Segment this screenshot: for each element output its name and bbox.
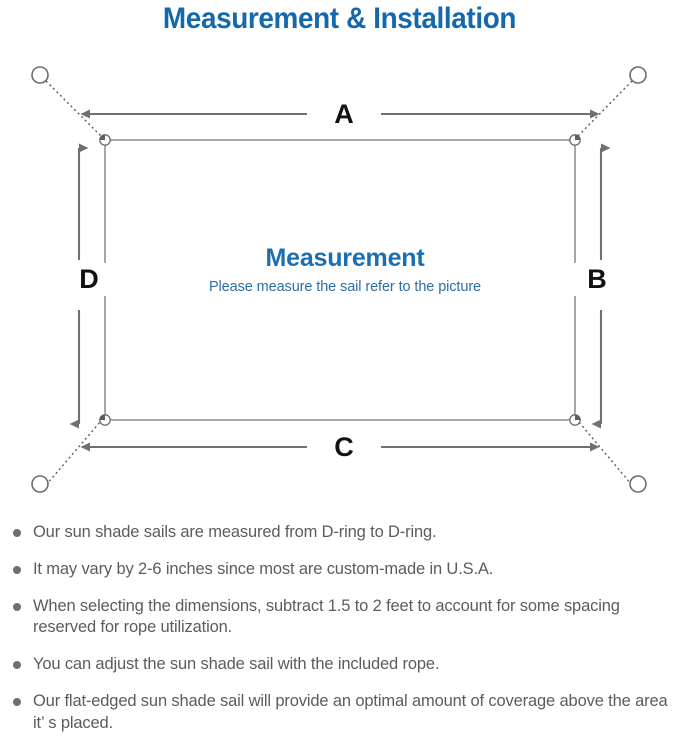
list-item: Our flat-edged sun shade sail will provi… [0,691,679,735]
anchor-post-top-right [629,66,647,84]
measurement-diagram: Measurement Please measure the sail refe… [0,48,679,518]
bullet-icon [13,661,21,670]
dimension-label-c: C [307,431,381,464]
d-ring-bottom-left [99,414,111,426]
page-title: Measurement & Installation [162,2,517,35]
anchor-post-bottom-left [31,475,49,493]
dimension-label-a: A [307,98,381,131]
d-ring-top-left [99,134,111,146]
sail-rectangle [104,139,576,421]
note-text: Our flat-edged sun shade sail will provi… [33,691,668,732]
rope-lines [45,80,633,486]
d-rings [99,134,581,426]
dimension-label-b: B [566,263,628,296]
d-ring-top-right [569,134,581,146]
list-item: You can adjust the sun shade sail with t… [0,654,679,676]
rope-top-left [45,80,102,137]
note-text: When selecting the dimensions, subtract … [33,596,620,637]
dimension-label-d: D [58,263,120,296]
bullet-icon [13,529,21,537]
rope-bottom-right [577,420,633,486]
list-item: Our sun shade sails are measured from D-… [0,522,679,544]
anchor-post-bottom-right [629,475,647,493]
diagram-svg [31,66,647,493]
note-text: You can adjust the sun shade sail with t… [33,655,440,674]
note-text: It may vary by 2-6 inches since most are… [33,559,494,578]
bullet-icon [13,697,21,706]
bullet-icon [13,602,21,611]
d-ring-bottom-right [569,414,581,426]
anchor-post-top-left [31,66,49,84]
rope-bottom-left [45,420,102,486]
anchor-posts [31,66,647,493]
bullet-icon [13,565,21,574]
list-item: It may vary by 2-6 inches since most are… [0,559,679,581]
note-text: Our sun shade sails are measured from D-… [33,523,437,541]
rope-top-right [577,80,633,137]
list-item: When selecting the dimensions, subtract … [0,596,679,640]
notes-list: Our sun shade sails are measured from D-… [0,522,679,749]
